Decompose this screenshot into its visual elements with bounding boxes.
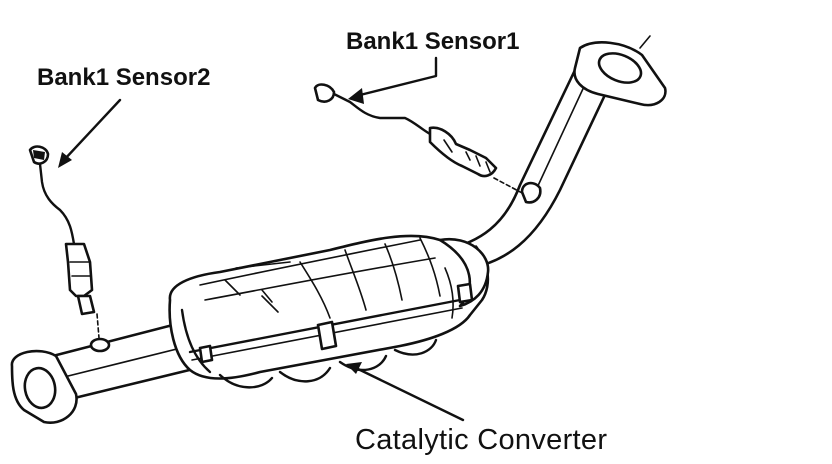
sensor1 (313, 83, 498, 178)
sensor2-boss (89, 337, 111, 353)
bank1-sensor1-label: Bank1 Sensor1 (346, 28, 520, 55)
front-flange (573, 35, 667, 107)
catalytic-converter-label: Catalytic Converter (355, 424, 608, 456)
arrow-converter (346, 362, 465, 422)
arrow-sensor2 (58, 98, 122, 168)
sensor2 (28, 145, 96, 316)
rear-flange (10, 349, 78, 424)
sensor1-boss (493, 177, 542, 204)
arrow-sensor1 (348, 56, 438, 104)
converter-body (168, 234, 490, 389)
bank1-sensor2-label: Bank1 Sensor2 (37, 64, 211, 91)
